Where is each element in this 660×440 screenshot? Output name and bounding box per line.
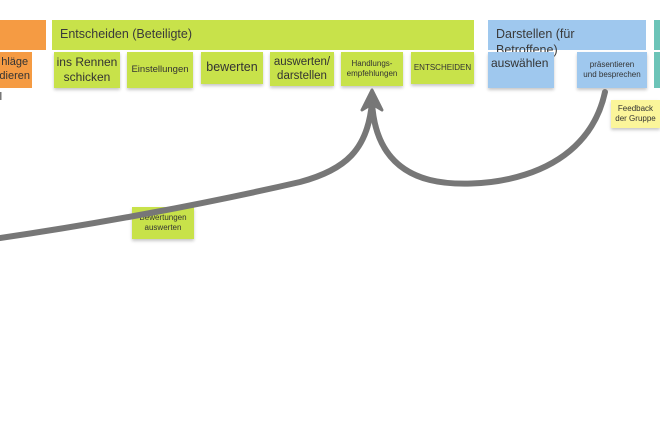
sticky-note-bewertungen-auswerten[interactable]: Bewertungen auswerten	[132, 207, 194, 239]
arrow-from-praesentieren	[369, 89, 608, 187]
sticky-note-auswaehlen[interactable]: auswählen	[488, 52, 554, 88]
sticky-note-einstellungen[interactable]: Einstellungen	[127, 52, 193, 88]
sticky-note-teal-partial[interactable]	[654, 52, 660, 88]
sticky-note-handlungsempfehlungen[interactable]: Handlungs- empfehlungen	[341, 52, 403, 86]
sticky-note-ins-rennen[interactable]: ins Rennen schicken	[54, 52, 120, 88]
sticky-note-feedback[interactable]: Feedback der Gruppe	[611, 100, 660, 128]
sticky-note-entscheiden[interactable]: ENTSCHEIDEN	[411, 52, 474, 84]
orange-section-header	[0, 20, 46, 50]
sticky-note-orange-partial[interactable]: hläge dieren	[0, 52, 32, 88]
sticky-note-auswerten-darstellen[interactable]: auswerten/ darstellen	[270, 52, 334, 86]
sticky-note-bewerten[interactable]: bewerten	[201, 52, 263, 84]
arrowhead-icon	[360, 88, 384, 112]
next-section-header	[654, 20, 660, 50]
entscheiden-section-header: Entscheiden (Beteiligte)	[52, 20, 474, 50]
sticky-note-praesentieren[interactable]: präsentieren und besprechen	[577, 52, 647, 88]
darstellen-section-header: Darstellen (für Betroffene)	[488, 20, 646, 57]
